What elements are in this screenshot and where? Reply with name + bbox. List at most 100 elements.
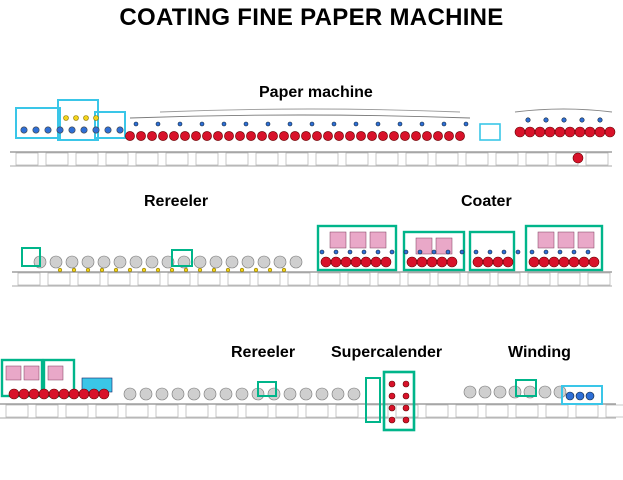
- roll: [585, 391, 595, 401]
- calender-unwind: [365, 377, 381, 423]
- coating-head: [23, 365, 40, 381]
- roll: [97, 255, 111, 269]
- roll: [388, 392, 396, 400]
- coating-head: [369, 231, 387, 249]
- roll: [169, 131, 179, 141]
- roll: [463, 385, 477, 399]
- roll: [267, 267, 273, 273]
- winder-stand: [515, 379, 537, 397]
- roll: [257, 255, 271, 269]
- roll: [169, 267, 175, 273]
- roll: [411, 131, 421, 141]
- foundation-bay: [255, 152, 279, 166]
- roll: [235, 387, 249, 401]
- roll: [246, 131, 256, 141]
- roll: [585, 249, 591, 255]
- foundation-bay: [465, 152, 489, 166]
- foundation-bay: [287, 272, 311, 286]
- roll: [554, 126, 566, 138]
- foundation-bay: [285, 152, 309, 166]
- roll: [8, 388, 20, 400]
- reel-drum: [572, 152, 584, 164]
- foundation-bay: [105, 152, 129, 166]
- roll: [32, 126, 40, 134]
- finishing-section: [0, 358, 623, 432]
- roll: [193, 255, 207, 269]
- roll: [299, 387, 313, 401]
- roll: [388, 404, 396, 412]
- foundation-bay: [195, 152, 219, 166]
- roll: [183, 267, 189, 273]
- press-frame: [94, 111, 126, 139]
- roll: [257, 131, 267, 141]
- coating-head: [329, 231, 347, 249]
- foundation-bay: [35, 404, 59, 418]
- foundation-bay: [257, 272, 281, 286]
- roll: [441, 121, 447, 127]
- foundation-bay: [95, 404, 119, 418]
- machine-frame: [42, 358, 76, 398]
- label-rereeler-1: Rereeler: [144, 193, 209, 210]
- roll: [436, 256, 448, 268]
- roll: [171, 387, 185, 401]
- roll: [334, 131, 344, 141]
- roll: [543, 249, 549, 255]
- roll: [445, 249, 451, 255]
- foundation-bay: [437, 272, 461, 286]
- roll: [375, 249, 381, 255]
- roll: [88, 388, 100, 400]
- rereeler-stand: [257, 381, 277, 397]
- roll: [57, 267, 63, 273]
- machine-frame: [524, 224, 604, 272]
- roll: [273, 255, 287, 269]
- roll: [444, 131, 454, 141]
- roll: [330, 256, 342, 268]
- roll: [360, 256, 372, 268]
- roll: [320, 256, 332, 268]
- roll: [127, 267, 133, 273]
- roll: [139, 387, 153, 401]
- roll: [482, 256, 494, 268]
- roll: [350, 256, 362, 268]
- machine-frame: [316, 224, 398, 272]
- roll: [141, 267, 147, 273]
- roll: [553, 385, 567, 399]
- roll: [92, 126, 100, 134]
- unwind-stand: [21, 247, 41, 267]
- foundation-bay: [347, 272, 371, 286]
- roll: [356, 131, 366, 141]
- roll: [419, 121, 425, 127]
- machine-frame: [468, 230, 516, 272]
- foundation-bay: [575, 404, 599, 418]
- roll: [558, 256, 570, 268]
- roll: [402, 392, 410, 400]
- roll: [187, 387, 201, 401]
- roll: [312, 131, 322, 141]
- roll: [319, 249, 325, 255]
- roll: [289, 255, 303, 269]
- label-winding: Winding: [508, 344, 571, 361]
- roll: [561, 117, 567, 123]
- felt-line: [514, 108, 613, 113]
- roll: [543, 117, 549, 123]
- headbox: [15, 107, 61, 139]
- roll: [221, 121, 227, 127]
- roll: [243, 121, 249, 127]
- roll: [422, 131, 432, 141]
- roll: [155, 387, 169, 401]
- roll: [58, 388, 70, 400]
- roll: [416, 256, 428, 268]
- roll: [375, 121, 381, 127]
- foundation-bay: [125, 404, 149, 418]
- roll: [241, 255, 255, 269]
- foundation-bay: [377, 272, 401, 286]
- roll: [455, 131, 465, 141]
- roll: [588, 256, 600, 268]
- roll: [353, 121, 359, 127]
- foundation-bay: [435, 152, 459, 166]
- roll: [80, 126, 88, 134]
- label-supercalender: Supercalender: [331, 344, 443, 361]
- roll: [574, 126, 586, 138]
- foundation-bay: [527, 272, 551, 286]
